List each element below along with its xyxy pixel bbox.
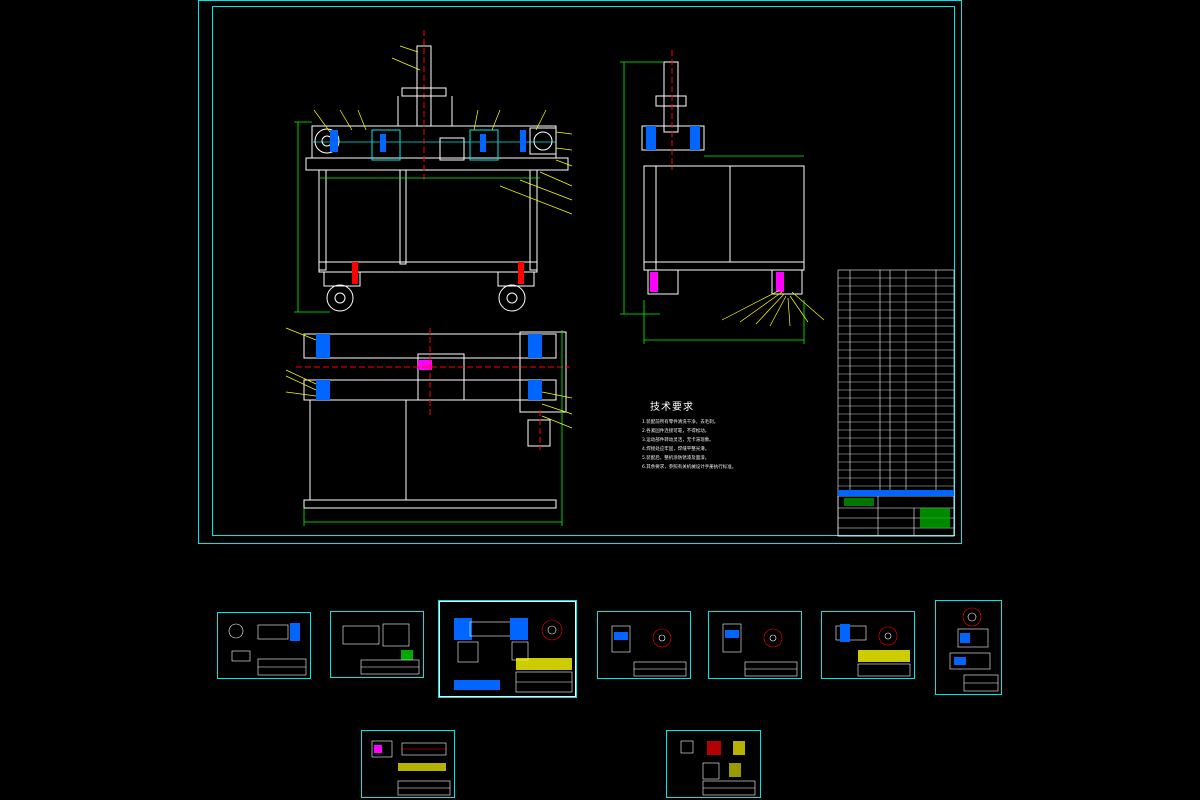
requirement-item: 4.焊接处应牢固，焊缝平整光滑。: [642, 447, 710, 452]
front-view-leaders: [313, 45, 573, 215]
requirement-item: 1.装配前所有零件清洗干净，去毛刺。: [642, 420, 719, 425]
thumbnail-7[interactable]: [935, 600, 1002, 695]
requirement-item: 2.各紧固件连接可靠，不得松动。: [642, 429, 710, 434]
technical-requirements: 技术要求 1.装配前所有零件清洗干净，去毛刺。 2.各紧固件连接可靠，不得松动。…: [642, 398, 736, 472]
requirement-item: 3.运动部件转动灵活，无卡滞现象。: [642, 438, 714, 443]
thumbnail-9[interactable]: [666, 730, 761, 798]
thumbnail-3[interactable]: [438, 600, 577, 698]
thumbnail-5[interactable]: [708, 611, 802, 679]
thumbnail-8[interactable]: [361, 730, 455, 798]
drawing-frame: [212, 6, 955, 536]
front-view: [305, 30, 569, 312]
parts-list-rows: [838, 277, 954, 495]
side-view-dimensions: [620, 61, 805, 344]
thumbnail-1[interactable]: [217, 612, 311, 679]
side-view-leaders: [721, 289, 825, 327]
top-view-leaders: [285, 327, 573, 429]
main-drawing-sheet[interactable]: [198, 0, 962, 544]
side-view: [641, 50, 805, 295]
top-view-dimensions: [303, 330, 563, 526]
requirement-item: 6.其余要求，参照有关机械设计手册执行标准。: [642, 465, 737, 470]
top-view: [296, 328, 570, 509]
requirement-item: 5.装配后，整机涂防锈漆及面漆。: [642, 456, 710, 461]
technical-requirements-list: 1.装配前所有零件清洗干净，去毛刺。 2.各紧固件连接可靠，不得松动。 3.运动…: [642, 418, 736, 472]
front-view-dimensions: [294, 121, 540, 313]
technical-requirements-title: 技术要求: [650, 402, 694, 413]
thumbnail-2[interactable]: [330, 611, 424, 678]
thumbnail-4[interactable]: [597, 611, 691, 679]
title-block: [837, 490, 955, 537]
thumbnail-6[interactable]: [821, 611, 915, 679]
